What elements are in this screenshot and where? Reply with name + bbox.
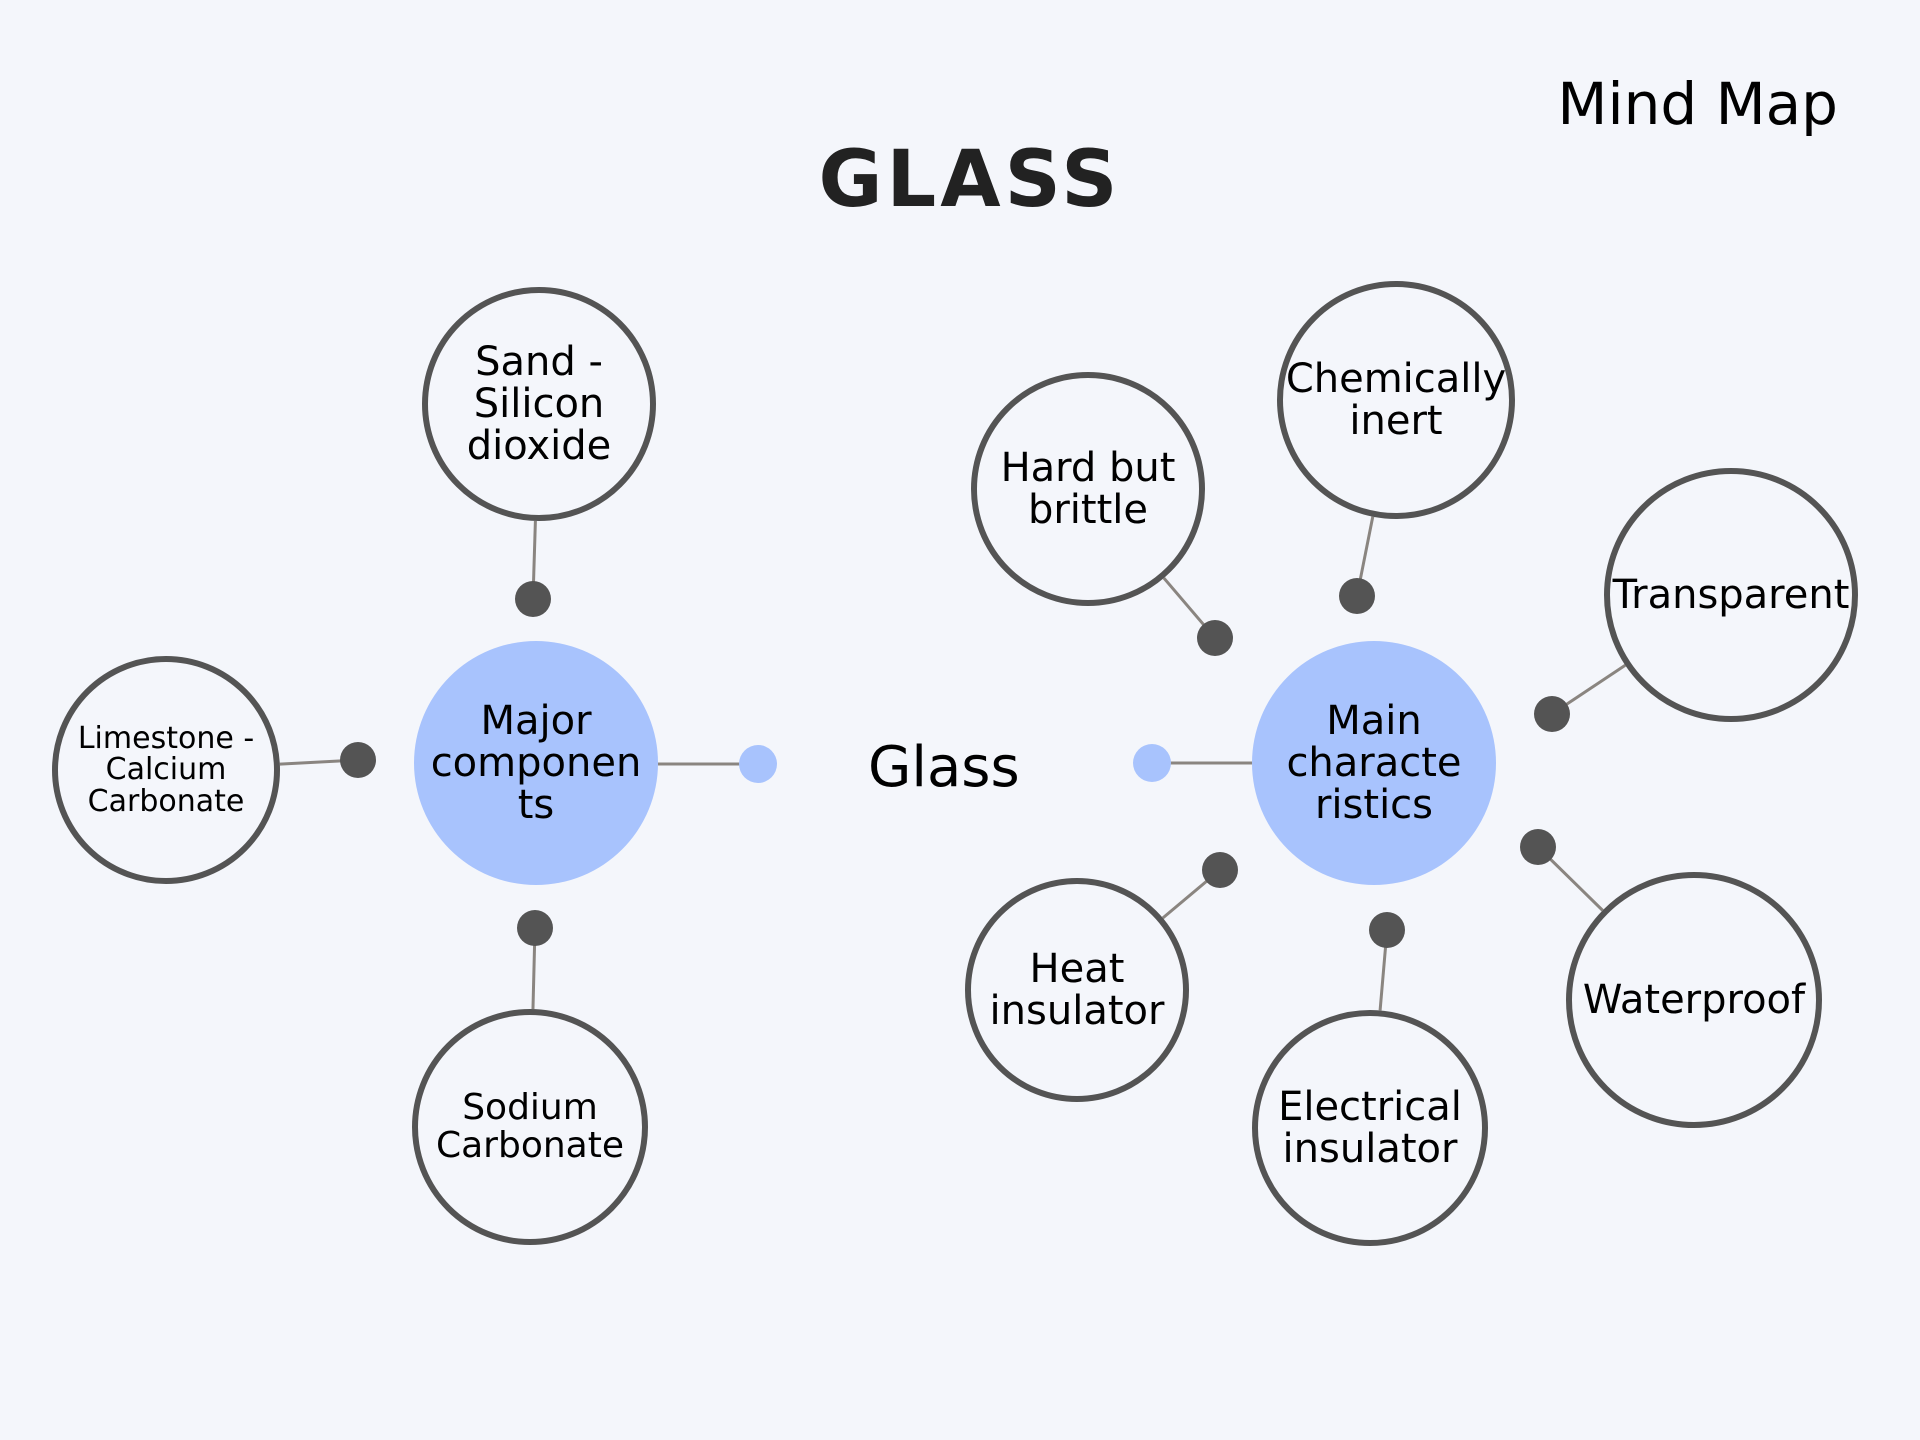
handle-dot-waterproof[interactable] [1520, 829, 1556, 865]
leaf-node-sand[interactable]: Sand - Silicon dioxide [422, 287, 656, 521]
page-title: GLASS [818, 135, 1122, 225]
leaf-node-chemically-label: Chemically inert [1285, 356, 1507, 444]
leaf-node-heat-label: Heat insulator [989, 946, 1165, 1034]
handle-dot-hard[interactable] [1197, 620, 1233, 656]
diagram-type-label: Mind Map [1557, 70, 1838, 138]
leaf-node-electrical-label: Electrical insulator [1278, 1084, 1462, 1172]
handle-dot-sand[interactable] [515, 581, 551, 617]
leaf-node-hard[interactable]: Hard but brittle [971, 372, 1205, 606]
leaf-node-sodium[interactable]: Sodium Carbonate [412, 1009, 648, 1245]
joint-dot-major-components[interactable] [739, 745, 777, 783]
handle-dot-chemically[interactable] [1339, 578, 1375, 614]
leaf-node-limestone[interactable]: Limestone - Calcium Carbonate [52, 656, 280, 884]
handle-dot-electrical[interactable] [1369, 912, 1405, 948]
leaf-node-heat[interactable]: Heat insulator [965, 878, 1189, 1102]
leaf-node-hard-label: Hard but brittle [1000, 445, 1176, 533]
leaf-node-sand-label: Sand - Silicon dioxide [466, 339, 612, 469]
leaf-node-waterproof-label: Waterproof [1582, 977, 1806, 1023]
leaf-node-limestone-label: Limestone - Calcium Carbonate [77, 720, 255, 819]
leaf-node-waterproof[interactable]: Waterproof [1566, 872, 1822, 1128]
handle-dot-limestone[interactable] [340, 742, 376, 778]
central-topic[interactable]: Glass [868, 735, 1020, 800]
leaf-node-sodium-label: Sodium Carbonate [435, 1087, 624, 1166]
handle-dot-sodium[interactable] [517, 910, 553, 946]
leaf-node-chemically[interactable]: Chemically inert [1277, 281, 1515, 519]
hub-node-major-components[interactable]: Major componen ts [414, 641, 658, 885]
handle-dot-transparent[interactable] [1534, 696, 1570, 732]
leaf-node-transparent-label: Transparent [1612, 572, 1850, 618]
joint-dot-main-characteristics[interactable] [1133, 744, 1171, 782]
handle-dot-heat[interactable] [1202, 852, 1238, 888]
hub-node-main-characteristics[interactable]: Main characte ristics [1252, 641, 1496, 885]
hub-node-main-characteristics-label: Main characte ristics [1286, 698, 1462, 828]
leaf-node-transparent[interactable]: Transparent [1604, 468, 1858, 722]
leaf-node-electrical[interactable]: Electrical insulator [1252, 1010, 1488, 1246]
hub-node-major-components-label: Major componen ts [430, 698, 642, 828]
